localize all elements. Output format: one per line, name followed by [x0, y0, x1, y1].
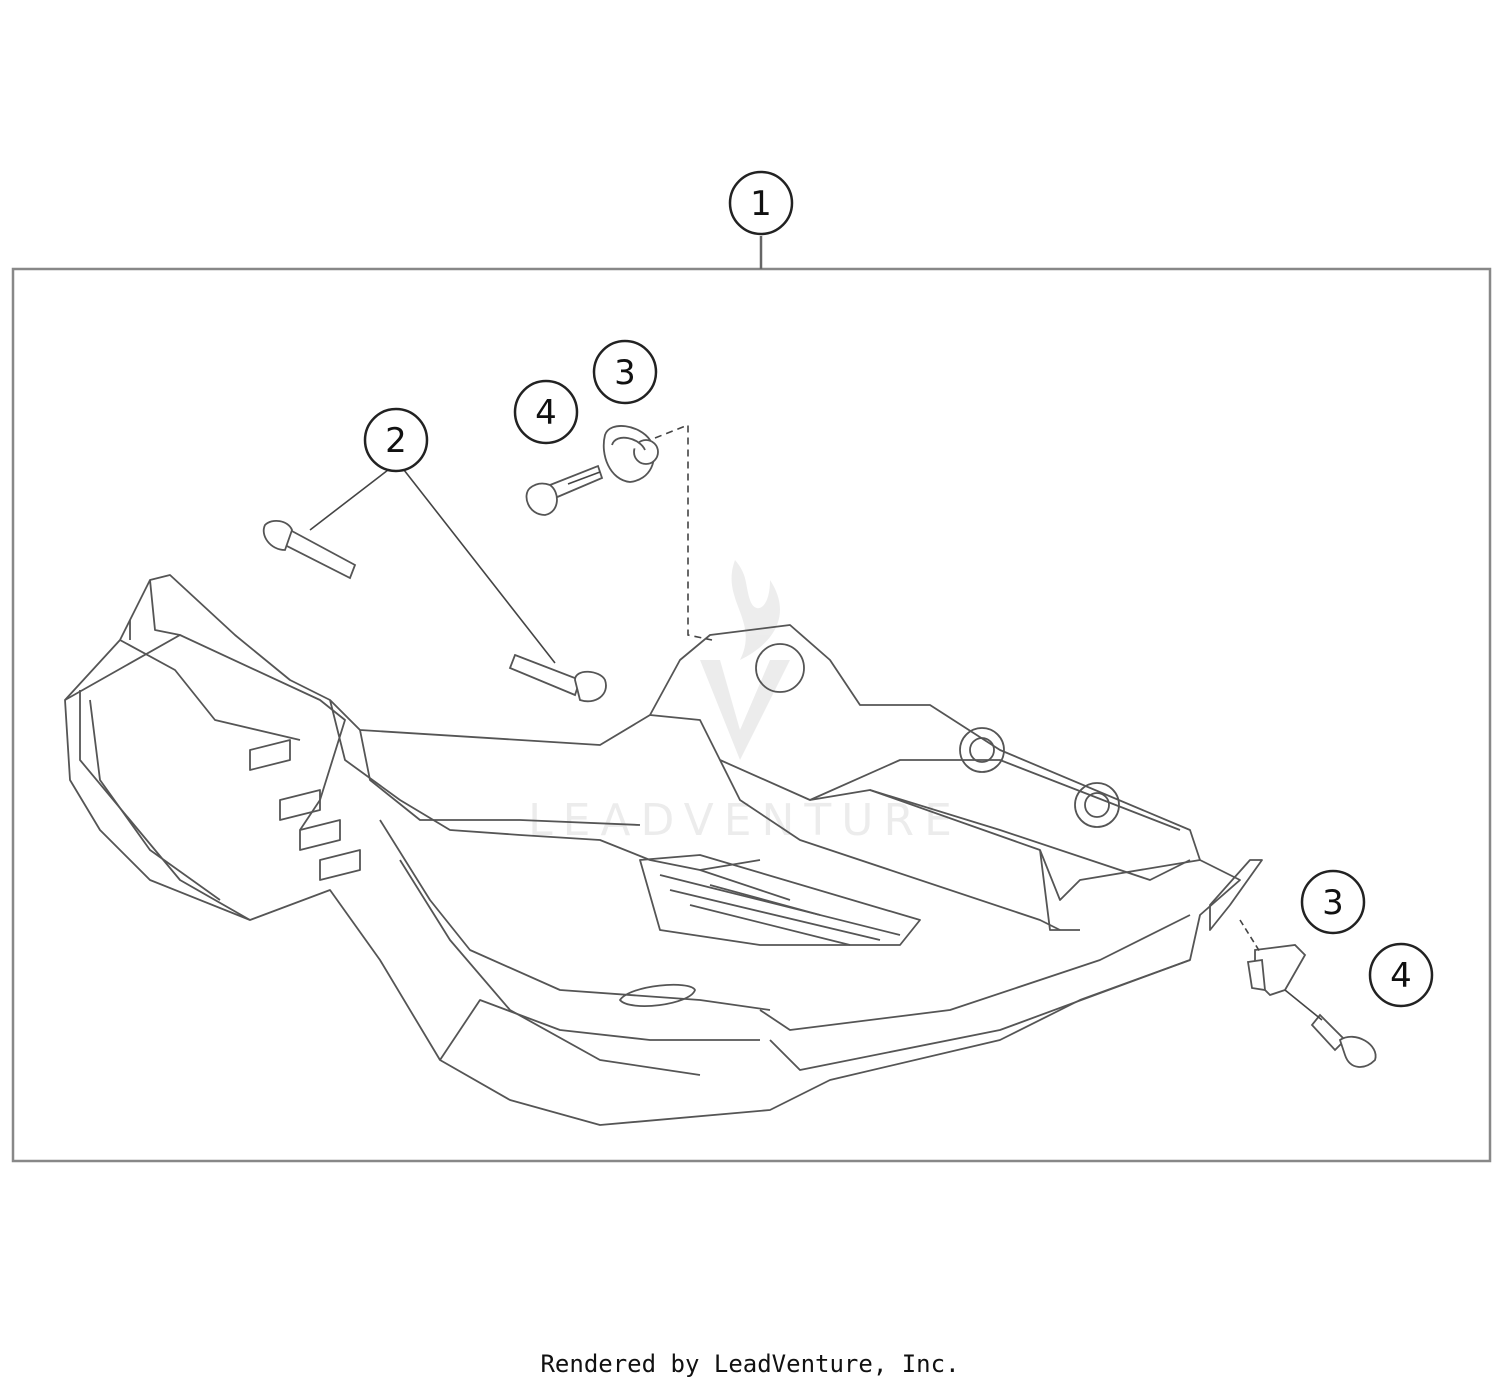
skid-plate: [64, 574, 1263, 1126]
svg-text:4: 4: [1390, 956, 1412, 996]
bolt-4-upper: [525, 464, 604, 516]
callout-3-upper: 3: [592, 339, 658, 405]
svg-text:2: 2: [385, 421, 407, 461]
leader-lines: [309, 423, 1323, 1021]
watermark: LEADVENTURE: [528, 560, 962, 846]
bolt-2-lower: [508, 653, 607, 703]
callout-3-right: 3: [1300, 869, 1366, 935]
watermark-text: LEADVENTURE: [528, 795, 962, 846]
callout-4-right: 4: [1368, 942, 1434, 1008]
bushing-3-upper: [602, 425, 659, 483]
callout-1: 1: [728, 170, 794, 236]
footer-credit: Rendered by LeadVenture, Inc.: [540, 1350, 960, 1378]
callout-2: 2: [363, 407, 429, 473]
svg-text:3: 3: [1322, 883, 1344, 923]
bolt-4-right: [1310, 1013, 1377, 1068]
svg-text:1: 1: [750, 184, 772, 224]
v-logo-icon: [700, 660, 790, 760]
svg-text:4: 4: [535, 393, 557, 433]
bolt-2-upper: [262, 519, 357, 580]
callout-4-upper: 4: [513, 379, 579, 445]
svg-text:3: 3: [614, 353, 636, 393]
assembly-frame: [11, 267, 1492, 1163]
flame-logo-icon: [731, 560, 780, 660]
bushing-3-right: [1246, 944, 1307, 997]
